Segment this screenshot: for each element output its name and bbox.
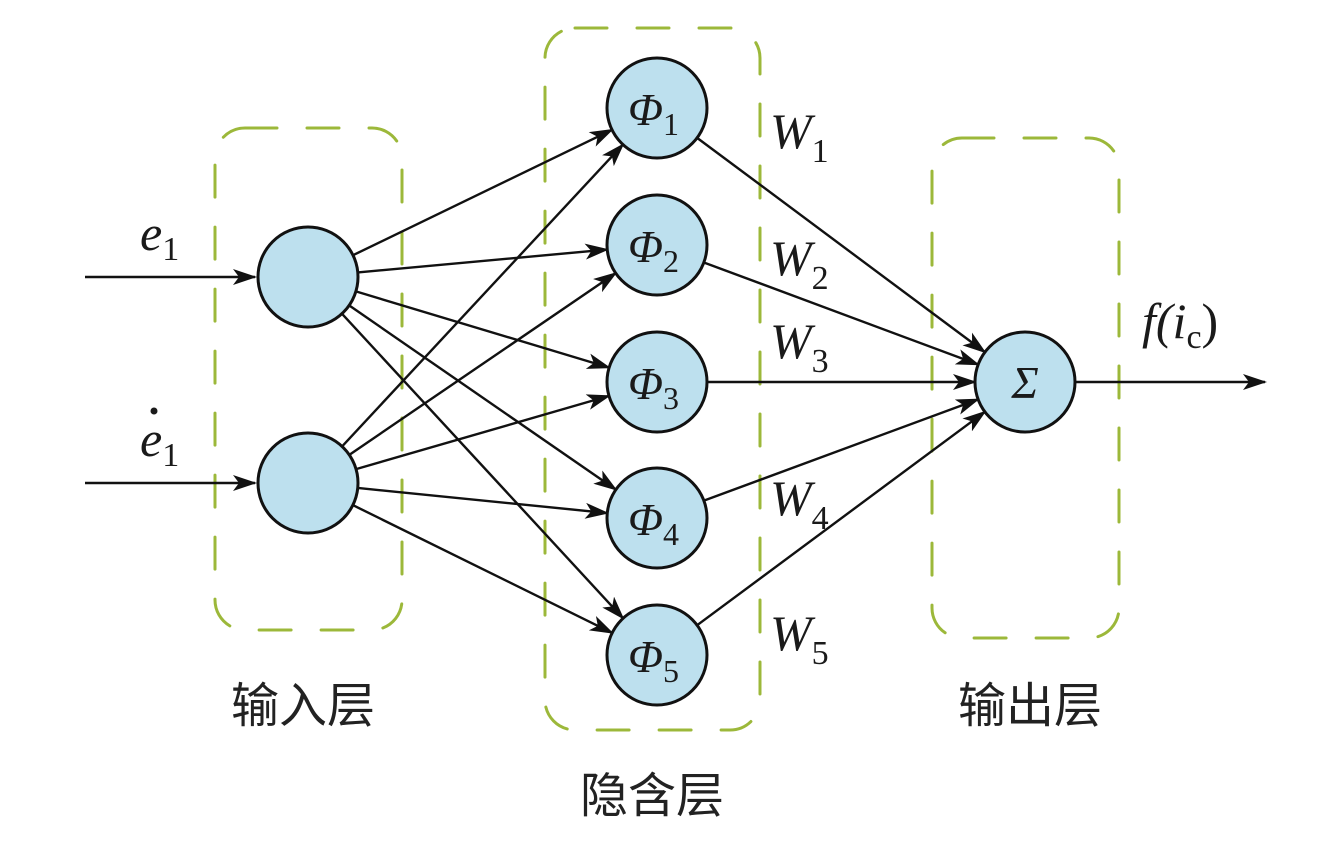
input-node-2 (256, 431, 360, 535)
svg-text:Φ5: Φ5 (628, 631, 679, 689)
edge-hidden1-output (696, 136, 987, 354)
hidden-layer-box (543, 26, 762, 732)
phi-subscript: 3 (663, 380, 679, 416)
connections (341, 128, 987, 634)
hidden-node-1: Φ1 (605, 56, 709, 160)
input-label-edot1: e1 (140, 407, 179, 474)
edge-hidden4-output (703, 398, 980, 502)
input-label-e1: e1 (140, 205, 179, 268)
edge-input2-hidden3 (355, 394, 611, 471)
edge-input1-hidden2 (357, 243, 610, 274)
weight-label-5: W5 (770, 605, 829, 672)
output-label: f(ic) (1142, 293, 1218, 356)
weight-label-1: W1 (770, 103, 829, 170)
edge-input2-hidden4 (357, 486, 610, 519)
hidden-node-2: Φ2 (605, 193, 709, 297)
edge-input2-hidden2 (348, 272, 618, 456)
edge-input1-hidden3 (355, 290, 612, 369)
phi-subscript: 1 (663, 106, 679, 142)
phi-subscript: 5 (663, 653, 679, 689)
edge-input1-hidden5 (341, 312, 625, 620)
phi-symbol: Φ (628, 84, 663, 135)
output-layer-box (930, 136, 1121, 640)
weight-label-3: W3 (770, 313, 829, 380)
svg-text:e1: e1 (140, 411, 179, 474)
hidden-node-4: Φ4 (605, 466, 709, 570)
svg-text:Φ4: Φ4 (628, 494, 679, 552)
edge-hidden2-output (703, 261, 981, 366)
edge-input1-hidden4 (348, 304, 618, 491)
output-node: Σ (973, 330, 1077, 434)
svg-text:Φ3: Φ3 (628, 358, 679, 416)
output-layer-label: 输出层 (958, 678, 1102, 734)
phi-symbol: Φ (628, 494, 663, 545)
input-layer-label: 输入层 (231, 678, 375, 734)
svg-text:Φ2: Φ2 (628, 221, 679, 279)
hidden-node-5: Φ5 (605, 603, 709, 707)
input-layer-box (213, 126, 404, 632)
phi-subscript: 4 (663, 516, 679, 552)
input-node-1 (256, 225, 360, 329)
weight-label-2: W2 (770, 230, 829, 297)
phi-subscript: 2 (663, 243, 679, 279)
edge-input1-hidden1 (352, 128, 614, 257)
phi-symbol: Φ (628, 358, 663, 409)
weight-label-4: W4 (770, 470, 829, 537)
sigma-symbol: Σ (1010, 357, 1038, 408)
hidden-layer-label: 隐含层 (580, 768, 724, 824)
derivative-dot (150, 407, 158, 415)
phi-symbol: Φ (628, 221, 663, 272)
edge-hidden5-output (696, 410, 987, 627)
svg-text:Φ1: Φ1 (628, 84, 679, 142)
edge-input2-hidden1 (341, 143, 625, 448)
edge-input2-hidden5 (352, 504, 614, 634)
hidden-node-3: Φ3 (605, 330, 709, 434)
phi-symbol: Φ (628, 631, 663, 682)
